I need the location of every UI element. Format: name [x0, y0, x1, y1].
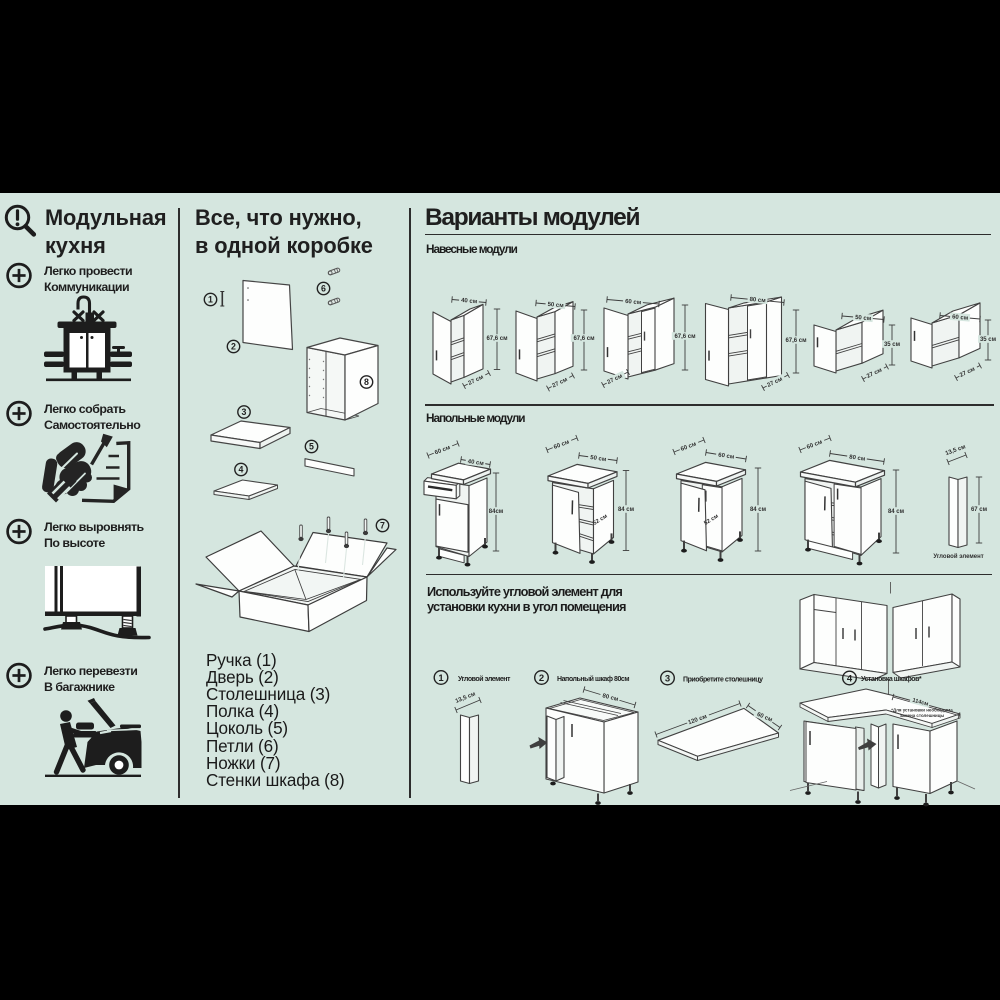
svg-text:3: 3: [665, 673, 670, 684]
svg-text:84см: 84см: [489, 509, 504, 515]
svg-text:60 см: 60 см: [553, 439, 571, 451]
svg-text:4: 4: [847, 673, 853, 684]
svg-text:60 см: 60 см: [718, 453, 735, 461]
svg-text:Установка шкафов*: Установка шкафов*: [861, 676, 922, 683]
svg-text:1: 1: [438, 673, 444, 684]
svg-text:Угловой элемент: Угловой элемент: [933, 553, 983, 560]
svg-text:6: 6: [321, 284, 326, 294]
svg-text:4: 4: [239, 465, 244, 475]
svg-text:60 см: 60 см: [680, 441, 698, 453]
svg-text:13,5 см: 13,5 см: [945, 444, 967, 457]
svg-text:67,6 см: 67,6 см: [674, 334, 696, 340]
svg-text:Напольный шкаф 80см: Напольный шкаф 80см: [557, 675, 629, 683]
svg-text:80 см: 80 см: [602, 693, 620, 703]
svg-text:3: 3: [242, 407, 247, 417]
svg-text:80 см: 80 см: [849, 455, 866, 463]
svg-text:*Для установки необходима: *Для установки необходима: [891, 708, 953, 713]
svg-text:5: 5: [309, 442, 314, 452]
svg-text:60 см: 60 см: [434, 445, 452, 457]
svg-text:35 см: 35 см: [980, 337, 997, 343]
svg-text:50 см: 50 см: [590, 455, 607, 463]
svg-text:60 см: 60 см: [625, 299, 642, 306]
svg-text:50 см: 50 см: [855, 315, 872, 322]
svg-text:67,6 см: 67,6 см: [486, 336, 508, 342]
svg-text:40 см: 40 см: [461, 298, 478, 305]
svg-text:67,6 см: 67,6 см: [573, 336, 595, 342]
svg-text:замена столешницы: замена столешницы: [900, 713, 945, 718]
svg-text:1: 1: [208, 295, 213, 305]
svg-text:40 см: 40 см: [467, 459, 484, 467]
svg-text:60 см: 60 см: [952, 314, 969, 321]
svg-text:35 см: 35 см: [884, 342, 901, 348]
svg-text:60 см: 60 см: [806, 439, 824, 451]
svg-text:67 см: 67 см: [971, 507, 988, 513]
svg-text:2: 2: [231, 342, 236, 352]
svg-text:80 см: 80 см: [749, 297, 766, 304]
svg-text:114см: 114см: [912, 698, 929, 708]
svg-text:84 см: 84 см: [750, 507, 767, 513]
svg-text:67,6 см: 67,6 см: [785, 338, 807, 344]
svg-text:84 см: 84 см: [618, 507, 635, 513]
svg-text:Угловой элемент: Угловой элемент: [458, 675, 511, 683]
svg-text:7: 7: [380, 521, 385, 531]
svg-text:84 см: 84 см: [888, 509, 905, 515]
svg-text:50 см: 50 см: [547, 302, 564, 309]
svg-text:Приобретите столешницу: Приобретите столешницу: [683, 676, 763, 684]
svg-text:8: 8: [364, 377, 369, 387]
svg-text:2: 2: [539, 673, 544, 684]
